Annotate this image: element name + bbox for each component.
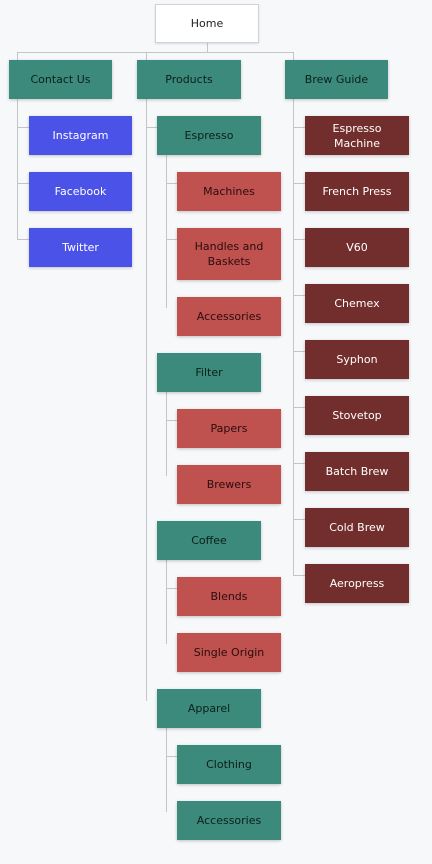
connector-line: [166, 155, 167, 308]
home-node[interactable]: Home: [155, 4, 259, 43]
single-origin-node[interactable]: Single Origin: [177, 633, 281, 672]
espresso-accessories-node[interactable]: Accessories: [177, 297, 281, 336]
batch-brew-node[interactable]: Batch Brew: [305, 452, 409, 491]
connector-line: [293, 407, 305, 408]
coffee-node[interactable]: Coffee: [157, 521, 261, 560]
connector-line: [17, 99, 18, 239]
connector-line: [166, 420, 177, 421]
french-press-node[interactable]: French Press: [305, 172, 409, 211]
connector-line: [293, 239, 305, 240]
stovetop-node[interactable]: Stovetop: [305, 396, 409, 435]
apparel-accessories-node[interactable]: Accessories: [177, 801, 281, 840]
facebook-node[interactable]: Facebook: [29, 172, 132, 211]
connector-line: [17, 183, 29, 184]
connector-line: [17, 239, 29, 240]
connector-line: [166, 588, 177, 589]
contact-us-node[interactable]: Contact Us: [9, 60, 112, 99]
papers-node[interactable]: Papers: [177, 409, 281, 448]
blends-node[interactable]: Blends: [177, 577, 281, 616]
connector-line: [166, 392, 167, 476]
aeropress-node[interactable]: Aeropress: [305, 564, 409, 603]
connector-line: [146, 99, 147, 701]
connector-line: [166, 728, 167, 812]
connector-line: [293, 463, 305, 464]
products-node[interactable]: Products: [137, 60, 241, 99]
brew-guide-node[interactable]: Brew Guide: [285, 60, 388, 99]
apparel-node[interactable]: Apparel: [157, 689, 261, 728]
machines-node[interactable]: Machines: [177, 172, 281, 211]
espresso-node[interactable]: Espresso: [157, 116, 261, 155]
cold-brew-node[interactable]: Cold Brew: [305, 508, 409, 547]
connector-line: [146, 52, 147, 60]
connector-line: [293, 183, 305, 184]
connector-line: [166, 239, 177, 240]
v60-node[interactable]: V60: [305, 228, 409, 267]
connector-line: [293, 52, 294, 60]
espresso-machine-node[interactable]: Espresso Machine: [305, 116, 409, 155]
connector-line: [293, 519, 305, 520]
connector-line: [146, 127, 157, 128]
connector-line: [293, 127, 305, 128]
chemex-node[interactable]: Chemex: [305, 284, 409, 323]
connector-line: [17, 127, 29, 128]
connector-line: [166, 183, 177, 184]
clothing-node[interactable]: Clothing: [177, 745, 281, 784]
handles-and-baskets-node[interactable]: Handles and Baskets: [177, 228, 281, 280]
connector-line: [293, 351, 305, 352]
connector-line: [17, 52, 18, 60]
instagram-node[interactable]: Instagram: [29, 116, 132, 155]
connector-line: [17, 52, 293, 53]
twitter-node[interactable]: Twitter: [29, 228, 132, 267]
connector-line: [207, 43, 208, 52]
connector-line: [166, 756, 177, 757]
connector-line: [293, 99, 294, 575]
connector-line: [293, 575, 305, 576]
connector-line: [166, 560, 167, 644]
filter-node[interactable]: Filter: [157, 353, 261, 392]
brewers-node[interactable]: Brewers: [177, 465, 281, 504]
connector-line: [293, 295, 305, 296]
syphon-node[interactable]: Syphon: [305, 340, 409, 379]
